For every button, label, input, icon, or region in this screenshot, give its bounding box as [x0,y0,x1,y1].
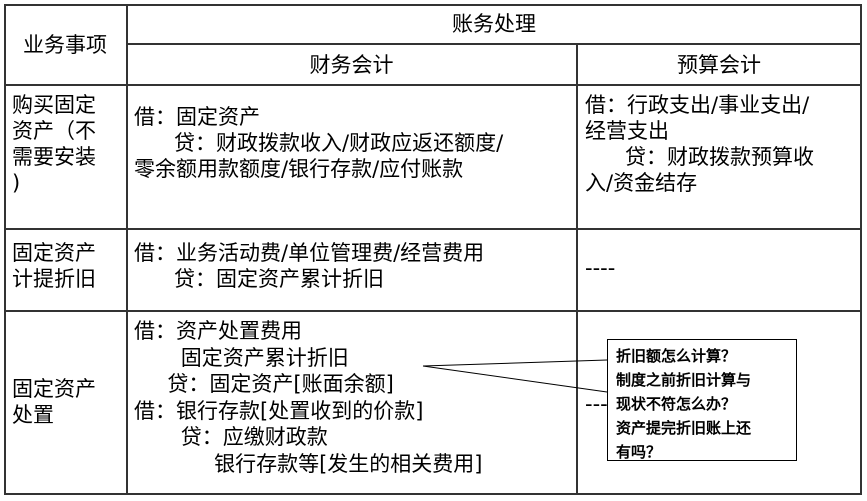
border-top [4,4,862,6]
divider [576,43,578,495]
row1-budget: 借：行政支出/事业支出/经营支出 贷：财政拨款预算收入/资金结存 [585,93,815,195]
border-right [860,4,862,495]
header-item: 业务事项 [23,33,107,57]
border-left [4,4,6,495]
row3-item: 固定资产处置 [12,377,96,427]
row1-item: 购买固定资产（不需要安装) [12,93,96,195]
row2-budget: ---- [585,256,616,280]
row3-financial: 借：资产处置费用 固定资产累计折旧 贷：固定资产[账面余额]借：银行存款[处置收… [134,319,483,476]
divider [127,43,862,45]
divider [126,4,128,495]
row1-financial: 借：固定资产 贷：财政拨款收入/财政应返还额度/零余额用款额度/银行存款/应付账… [134,105,504,181]
row2-financial: 借：业务活动费/单位管理费/经营费用 贷：固定资产累计折旧 [134,241,485,291]
header-processing: 账务处理 [452,12,536,36]
divider [4,84,862,86]
divider [4,228,862,230]
border-bottom [4,493,862,495]
divider [4,310,862,312]
callout-note: 折旧额怎么计算？制度之前折旧计算与现状不符怎么办？资产提完折旧账上还有吗？ [607,339,797,461]
header-financial: 财务会计 [309,53,394,77]
header-budget: 预算会计 [677,53,761,77]
row2-item: 固定资产计提折旧 [12,241,96,291]
